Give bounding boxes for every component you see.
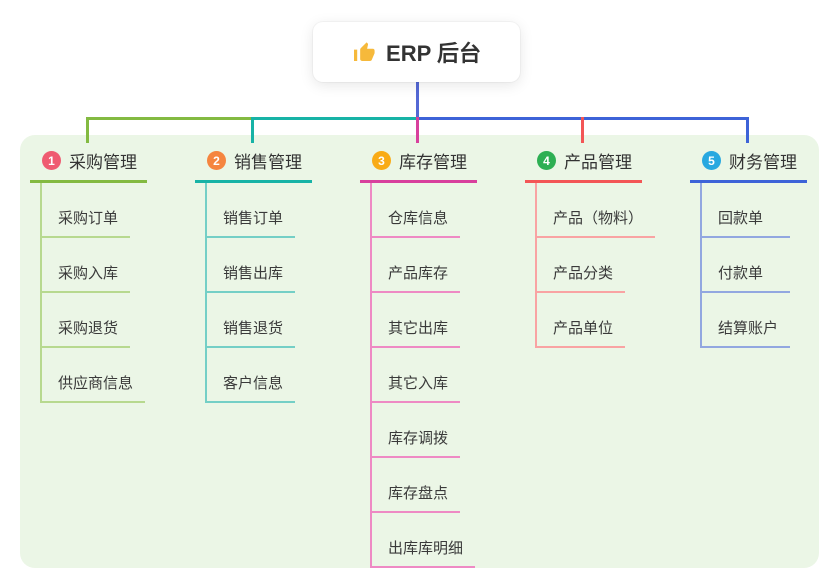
connector-hline (87, 117, 252, 120)
root-node[interactable]: ERP 后台 (313, 22, 520, 82)
branch-number-badge: 1 (42, 151, 61, 170)
branch-header[interactable]: 4 产品管理 (525, 143, 642, 183)
child-node[interactable]: 销售退货 (205, 293, 296, 348)
connector-vline (250, 117, 254, 143)
child-node[interactable]: 销售订单 (205, 183, 296, 238)
child-node[interactable]: 库存调拨 (370, 403, 461, 458)
branch-财务管理: 5 财务管理 回款单付款单结算账户 (690, 143, 807, 348)
branch-children: 销售订单销售出库销售退货客户信息 (205, 183, 312, 403)
branch-label: 采购管理 (69, 153, 137, 172)
connector-vline (415, 117, 419, 143)
branch-number-badge: 5 (702, 151, 721, 170)
branch-label: 库存管理 (399, 153, 467, 172)
branch-库存管理: 3 库存管理 仓库信息产品库存其它出库其它入库库存调拨库存盘点出库库明细 (360, 143, 477, 568)
branch-采购管理: 1 采购管理 采购订单采购入库采购退货供应商信息 (30, 143, 147, 403)
branch-number-badge: 4 (537, 151, 556, 170)
child-node[interactable]: 产品（物料） (535, 183, 656, 238)
branch-header[interactable]: 1 采购管理 (30, 143, 147, 183)
child-node[interactable]: 产品库存 (370, 238, 461, 293)
branch-header[interactable]: 5 财务管理 (690, 143, 807, 183)
child-node[interactable]: 付款单 (700, 238, 790, 293)
branch-children: 仓库信息产品库存其它出库其它入库库存调拨库存盘点出库库明细 (370, 183, 477, 568)
branch-children: 采购订单采购入库采购退货供应商信息 (40, 183, 147, 403)
child-node[interactable]: 仓库信息 (370, 183, 461, 238)
connector-vline (580, 117, 584, 143)
branches-panel (20, 135, 819, 568)
child-node[interactable]: 产品分类 (535, 238, 626, 293)
connector-vline (745, 117, 749, 143)
child-node[interactable]: 其它入库 (370, 348, 461, 403)
child-node[interactable]: 库存盘点 (370, 458, 461, 513)
branch-label: 财务管理 (729, 153, 797, 172)
branch-children: 产品（物料）产品分类产品单位 (535, 183, 656, 348)
child-node[interactable]: 回款单 (700, 183, 790, 238)
child-node[interactable]: 采购订单 (40, 183, 131, 238)
branch-header[interactable]: 3 库存管理 (360, 143, 477, 183)
thumbs-up-icon (352, 40, 376, 64)
root-label: ERP 后台 (386, 41, 481, 66)
connector-vline (85, 117, 89, 143)
child-node[interactable]: 销售出库 (205, 238, 296, 293)
connector-vline (415, 82, 419, 117)
child-node[interactable]: 采购退货 (40, 293, 131, 348)
child-node[interactable]: 出库库明细 (370, 513, 476, 568)
branch-销售管理: 2 销售管理 销售订单销售出库销售退货客户信息 (195, 143, 312, 403)
branch-label: 销售管理 (234, 153, 302, 172)
child-node[interactable]: 供应商信息 (40, 348, 146, 403)
child-node[interactable]: 采购入库 (40, 238, 131, 293)
branch-header[interactable]: 2 销售管理 (195, 143, 312, 183)
child-node[interactable]: 其它出库 (370, 293, 461, 348)
branch-number-badge: 3 (372, 151, 391, 170)
child-node[interactable]: 结算账户 (700, 293, 791, 348)
branch-children: 回款单付款单结算账户 (700, 183, 807, 348)
branch-label: 产品管理 (564, 153, 632, 172)
child-node[interactable]: 产品单位 (535, 293, 626, 348)
branch-产品管理: 4 产品管理 产品（物料）产品分类产品单位 (525, 143, 656, 348)
child-node[interactable]: 客户信息 (205, 348, 296, 403)
branch-number-badge: 2 (207, 151, 226, 170)
connector-hline (252, 117, 417, 120)
